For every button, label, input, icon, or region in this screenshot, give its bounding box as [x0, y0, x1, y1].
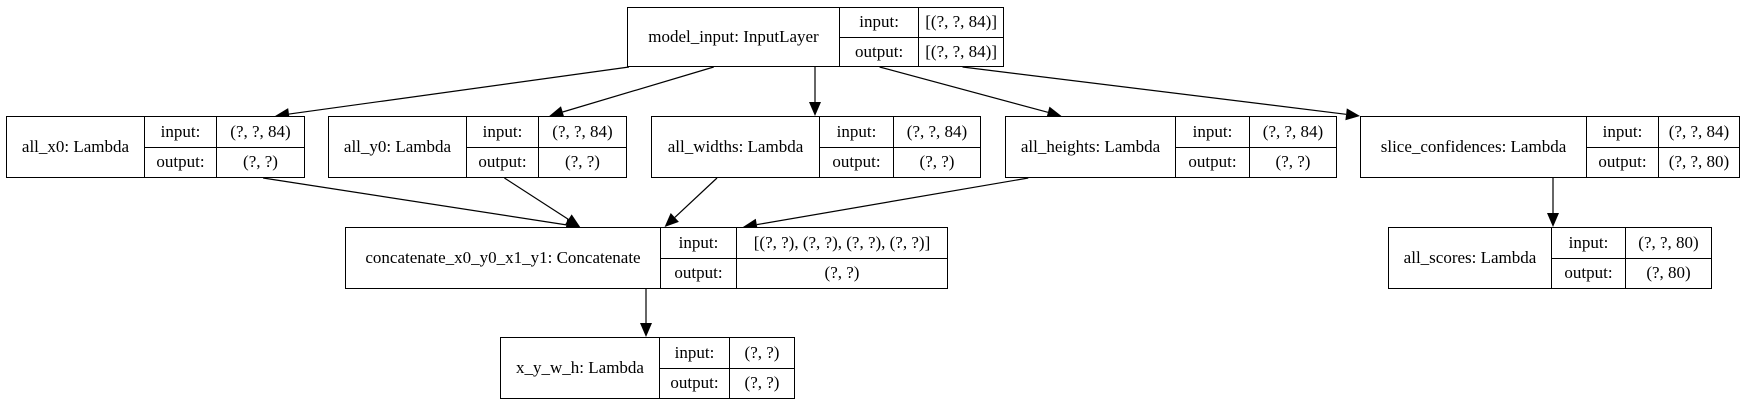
input-shape: (?, ?, 84) [230, 121, 291, 141]
output-label: output: [840, 37, 920, 66]
arrowhead-model_input-to-all_y0 [549, 106, 565, 118]
node-title: x_y_w_h: Lambda [501, 338, 660, 398]
output-label: output: [661, 258, 737, 288]
edge-model_input-to-slice_confidences [962, 66, 1347, 115]
output-shape: (?, 80) [1646, 263, 1691, 283]
output-label: output: [660, 368, 730, 398]
input-label: input: [820, 117, 894, 147]
node-title: all_scores: Lambda [1389, 228, 1552, 288]
arrowhead-slice_confidences-to-all_scores [1547, 213, 1559, 227]
edge-model_input-to-all_y0 [562, 66, 714, 113]
arrowhead-all_y0-to-concatenate [565, 214, 581, 227]
arrowhead-model_input-to-all_heights [1046, 106, 1062, 119]
node-x-y-w-h: x_y_w_h: Lambda input: (?, ?) output: (?, … [500, 337, 795, 399]
edge-all_x0-to-concatenate [263, 177, 567, 226]
input-shape: (?, ?, 84) [552, 121, 613, 141]
node-title: slice_confidences: Lambda [1361, 117, 1587, 177]
node-title: all_heights: Lambda [1006, 117, 1176, 177]
node-all-widths: all_widths: Lambda input: (?, ?, 84) outp… [651, 116, 981, 178]
input-label: input: [1552, 228, 1626, 258]
output-shape: [(?, ?, 84)] [925, 41, 997, 61]
output-shape: (?, ?) [243, 152, 278, 172]
input-shape: (?, ?, 84) [906, 121, 968, 141]
edge-all_heights-to-concatenate [756, 177, 1029, 226]
output-shape: (?, ?, 80) [1668, 152, 1730, 172]
output-shape: (?, ?) [919, 152, 955, 172]
input-shape: [(?, ?), (?, ?), (?, ?), (?, ?)] [753, 232, 931, 252]
node-all-heights: all_heights: Lambda input: (?, ?, 84) out… [1005, 116, 1337, 178]
node-slice-confidences: slice_confidences: Lambda input: (?, ?, 8… [1360, 116, 1740, 178]
node-all-x0: all_x0: Lambda input: (?, ?, 84) output: (… [6, 116, 305, 178]
input-label: input: [1176, 117, 1250, 147]
input-label: input: [145, 117, 217, 147]
input-label: input: [467, 117, 539, 147]
output-label: output: [1176, 147, 1250, 177]
edge-model_input-to-all_x0 [288, 66, 630, 115]
output-label: output: [1587, 147, 1659, 177]
input-shape: [(?, ?, 84)] [925, 12, 997, 32]
output-shape: (?, ?) [565, 152, 600, 172]
output-shape: (?, ?) [1275, 152, 1311, 172]
edge-all_y0-to-concatenate [504, 177, 569, 220]
arrowhead-model_input-to-all_widths [809, 102, 821, 116]
output-label: output: [145, 147, 217, 177]
node-model-input: model_input: InputLayer input:[(?, ?, 84… [627, 7, 1004, 67]
node-title: all_x0: Lambda [7, 117, 145, 177]
node-concatenate: concatenate_x0_y0_x1_y1: Concatenate inp… [345, 227, 948, 289]
input-shape: (?, ?) [744, 342, 780, 362]
arrowhead-all_widths-to-concatenate [664, 213, 679, 227]
input-shape: (?, ?, 80) [1638, 232, 1699, 252]
input-label: input: [660, 338, 730, 368]
node-all-scores: all_scores: Lambda input: (?, ?, 80) outp… [1388, 227, 1712, 289]
node-title: concatenate_x0_y0_x1_y1: Concatenate [346, 228, 661, 288]
node-title: model_input: InputLayer [628, 8, 840, 66]
output-shape: (?, ?) [824, 263, 860, 283]
input-shape: (?, ?, 84) [1668, 121, 1730, 141]
node-title: all_y0: Lambda [329, 117, 467, 177]
arrowhead-concatenate-to-x_y_w_h [640, 323, 652, 337]
node-all-y0: all_y0: Lambda input: (?, ?, 84) output: (… [328, 116, 627, 178]
output-label: output: [467, 147, 539, 177]
node-title: all_widths: Lambda [652, 117, 820, 177]
input-label: input: [1587, 117, 1659, 147]
input-label: input: [840, 8, 920, 37]
edge-model_input-to-all_heights [879, 66, 1049, 113]
output-label: output: [820, 147, 894, 177]
arrowhead-model_input-to-slice_confidences [1345, 108, 1360, 121]
input-shape: (?, ?, 84) [1262, 121, 1324, 141]
input-label: input: [661, 228, 737, 258]
output-shape: (?, ?) [744, 373, 780, 393]
output-label: output: [1552, 258, 1626, 288]
edge-all_widths-to-concatenate [674, 177, 718, 218]
